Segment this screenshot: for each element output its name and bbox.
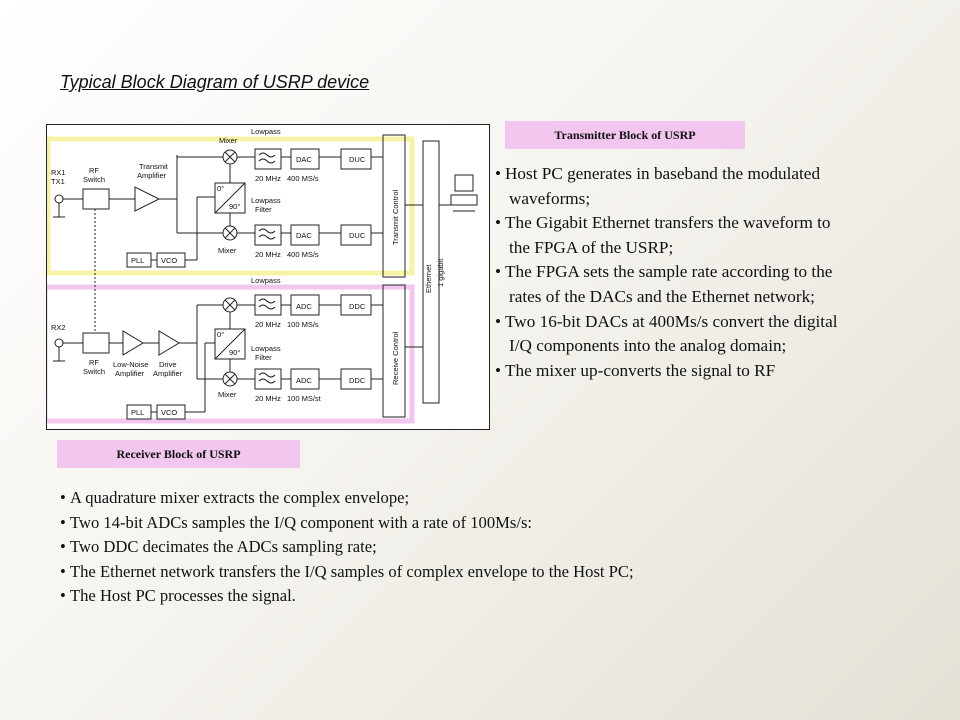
tx1-label: TX1 (51, 177, 65, 186)
transmitter-bullet-list: Host PC generates in baseband the modula… (495, 162, 935, 383)
tx-duc-label-1: DUC (349, 155, 366, 164)
tx-rate-label-1: 400 MS/s (287, 174, 319, 183)
rx-mixer-label: Mixer (218, 390, 237, 399)
rx-rate-label-1: 100 MS/s (287, 320, 319, 329)
tx-lowpass-filter-i (254, 148, 282, 170)
rx-mhz-label-2: 20 MHz (255, 394, 281, 403)
rx-bullet-5: The Host PC processes the signal. (60, 584, 900, 609)
gigabit-label: 1 gigabit (436, 258, 445, 287)
drive-amplifier-icon (158, 330, 180, 356)
ethernet-label: Ethernet (424, 264, 433, 293)
transmit-amplifier-icon (134, 186, 161, 212)
transmit-amp-label-2: Amplifier (137, 171, 167, 180)
host-pc-icon (454, 174, 474, 192)
tx-pll-label: PLL (131, 256, 144, 265)
drive-label-2: Amplifier (153, 369, 183, 378)
tx-bullet-2: The Gigabit Ethernet transfers the wavef… (495, 211, 935, 260)
rx-ddc-label-1: DDC (349, 302, 366, 311)
tx-bullet-1: Host PC generates in baseband the modula… (495, 162, 935, 211)
rx-adc-label-1: ADC (296, 302, 312, 311)
tx-highlight (47, 136, 415, 276)
rx-rf-switch (82, 332, 110, 354)
tx-dac-label-1: DAC (296, 155, 312, 164)
transmit-control-block (382, 134, 406, 278)
tx-deg90-label: 90° (229, 202, 240, 211)
tx-vco-label: VCO (161, 256, 177, 265)
rx-adc-label-2: ADC (296, 376, 312, 385)
tx-dac-i (290, 148, 320, 170)
tx-bullet-3: The FPGA sets the sample rate according … (495, 260, 935, 309)
rx-lowpass-label: Lowpass (251, 276, 281, 285)
tx-lowpass-filter-q (254, 224, 282, 246)
tx-mixer-bottom-label: Mixer (218, 246, 237, 255)
rx-lowpass-filter-i (254, 294, 282, 316)
rx1-label: RX1 (51, 168, 66, 177)
rx-filter-label: Filter (255, 353, 272, 362)
receiver-block-label: Receiver Block of USRP (57, 440, 300, 468)
receive-control-block (382, 284, 406, 418)
rx-rf-label: RF (89, 358, 99, 367)
receive-control-label: Receive Control (391, 331, 400, 385)
rx-rate-label-2: 100 MS/st (287, 394, 322, 403)
usrp-block-diagram: RX1 TX1 RF Switch Transmit Amplifier Low… (46, 124, 490, 430)
tx-lowpass-label: Lowpass (251, 127, 281, 136)
tx-mhz-label-2: 20 MHz (255, 250, 281, 259)
tx-antenna-icon (54, 194, 64, 204)
tx-duc-label-2: DUC (349, 231, 366, 240)
block-diagram-svg: RX1 TX1 RF Switch Transmit Amplifier Low… (47, 127, 478, 424)
rx-ddc-label-2: DDC (349, 376, 366, 385)
low-noise-amplifier-icon (122, 330, 144, 356)
tx-mhz-label-1: 20 MHz (255, 174, 281, 183)
tx-mixer-top-label: Mixer (219, 136, 238, 145)
tx-duc-q (340, 224, 372, 246)
tx-rf-label: RF (89, 166, 99, 175)
rx-pll-label: PLL (131, 408, 144, 417)
rx-lowpass-filter-q (254, 368, 282, 390)
tx-dac-q (290, 224, 320, 246)
lna-label-2: Amplifier (115, 369, 145, 378)
tx-filter-label: Filter (255, 205, 272, 214)
tx-rate-label-2: 400 MS/s (287, 250, 319, 259)
tx-lowpass2-label: Lowpass (251, 196, 281, 205)
rx-bullet-4: The Ethernet network transfers the I/Q s… (60, 560, 900, 585)
tx-duc-i (340, 148, 372, 170)
tx-bullet-5: The mixer up-converts the signal to RF (495, 359, 935, 384)
tx-switch-label: Switch (83, 175, 105, 184)
rx2-label: RX2 (51, 323, 66, 332)
transmit-control-label: Transmit Control (391, 190, 400, 245)
ethernet-block (422, 140, 440, 404)
tx-dac-label-2: DAC (296, 231, 312, 240)
rx-highlight (47, 284, 415, 424)
tx-bullet-4: Two 16-bit DACs at 400Ms/s convert the d… (495, 310, 935, 359)
rx-bullet-1: A quadrature mixer extracts the complex … (60, 486, 900, 511)
rx-bullet-3: Two DDC decimates the ADCs sampling rate… (60, 535, 900, 560)
rx-deg0-label: 0° (217, 330, 224, 339)
transmitter-block-label: Transmitter Block of USRP (505, 121, 745, 149)
drive-label-1: Drive (159, 360, 177, 369)
rx-vco-label: VCO (161, 408, 177, 417)
rx-switch-label: Switch (83, 367, 105, 376)
receiver-bullet-list: A quadrature mixer extracts the complex … (60, 486, 900, 609)
rx-bullet-2: Two 14-bit ADCs samples the I/Q componen… (60, 511, 900, 536)
tx-deg0-label: 0° (217, 184, 224, 193)
tx-rf-switch (82, 188, 110, 210)
lna-label-1: Low-Noise (113, 360, 148, 369)
transmit-amp-label-1: Transmit (139, 162, 169, 171)
rx-antenna-icon (54, 338, 64, 348)
rx-lowpass2-label: Lowpass (251, 344, 281, 353)
slide-title: Typical Block Diagram of USRP device (60, 72, 370, 92)
rx-mhz-label-1: 20 MHz (255, 320, 281, 329)
rx-deg90-label: 90° (229, 348, 240, 357)
